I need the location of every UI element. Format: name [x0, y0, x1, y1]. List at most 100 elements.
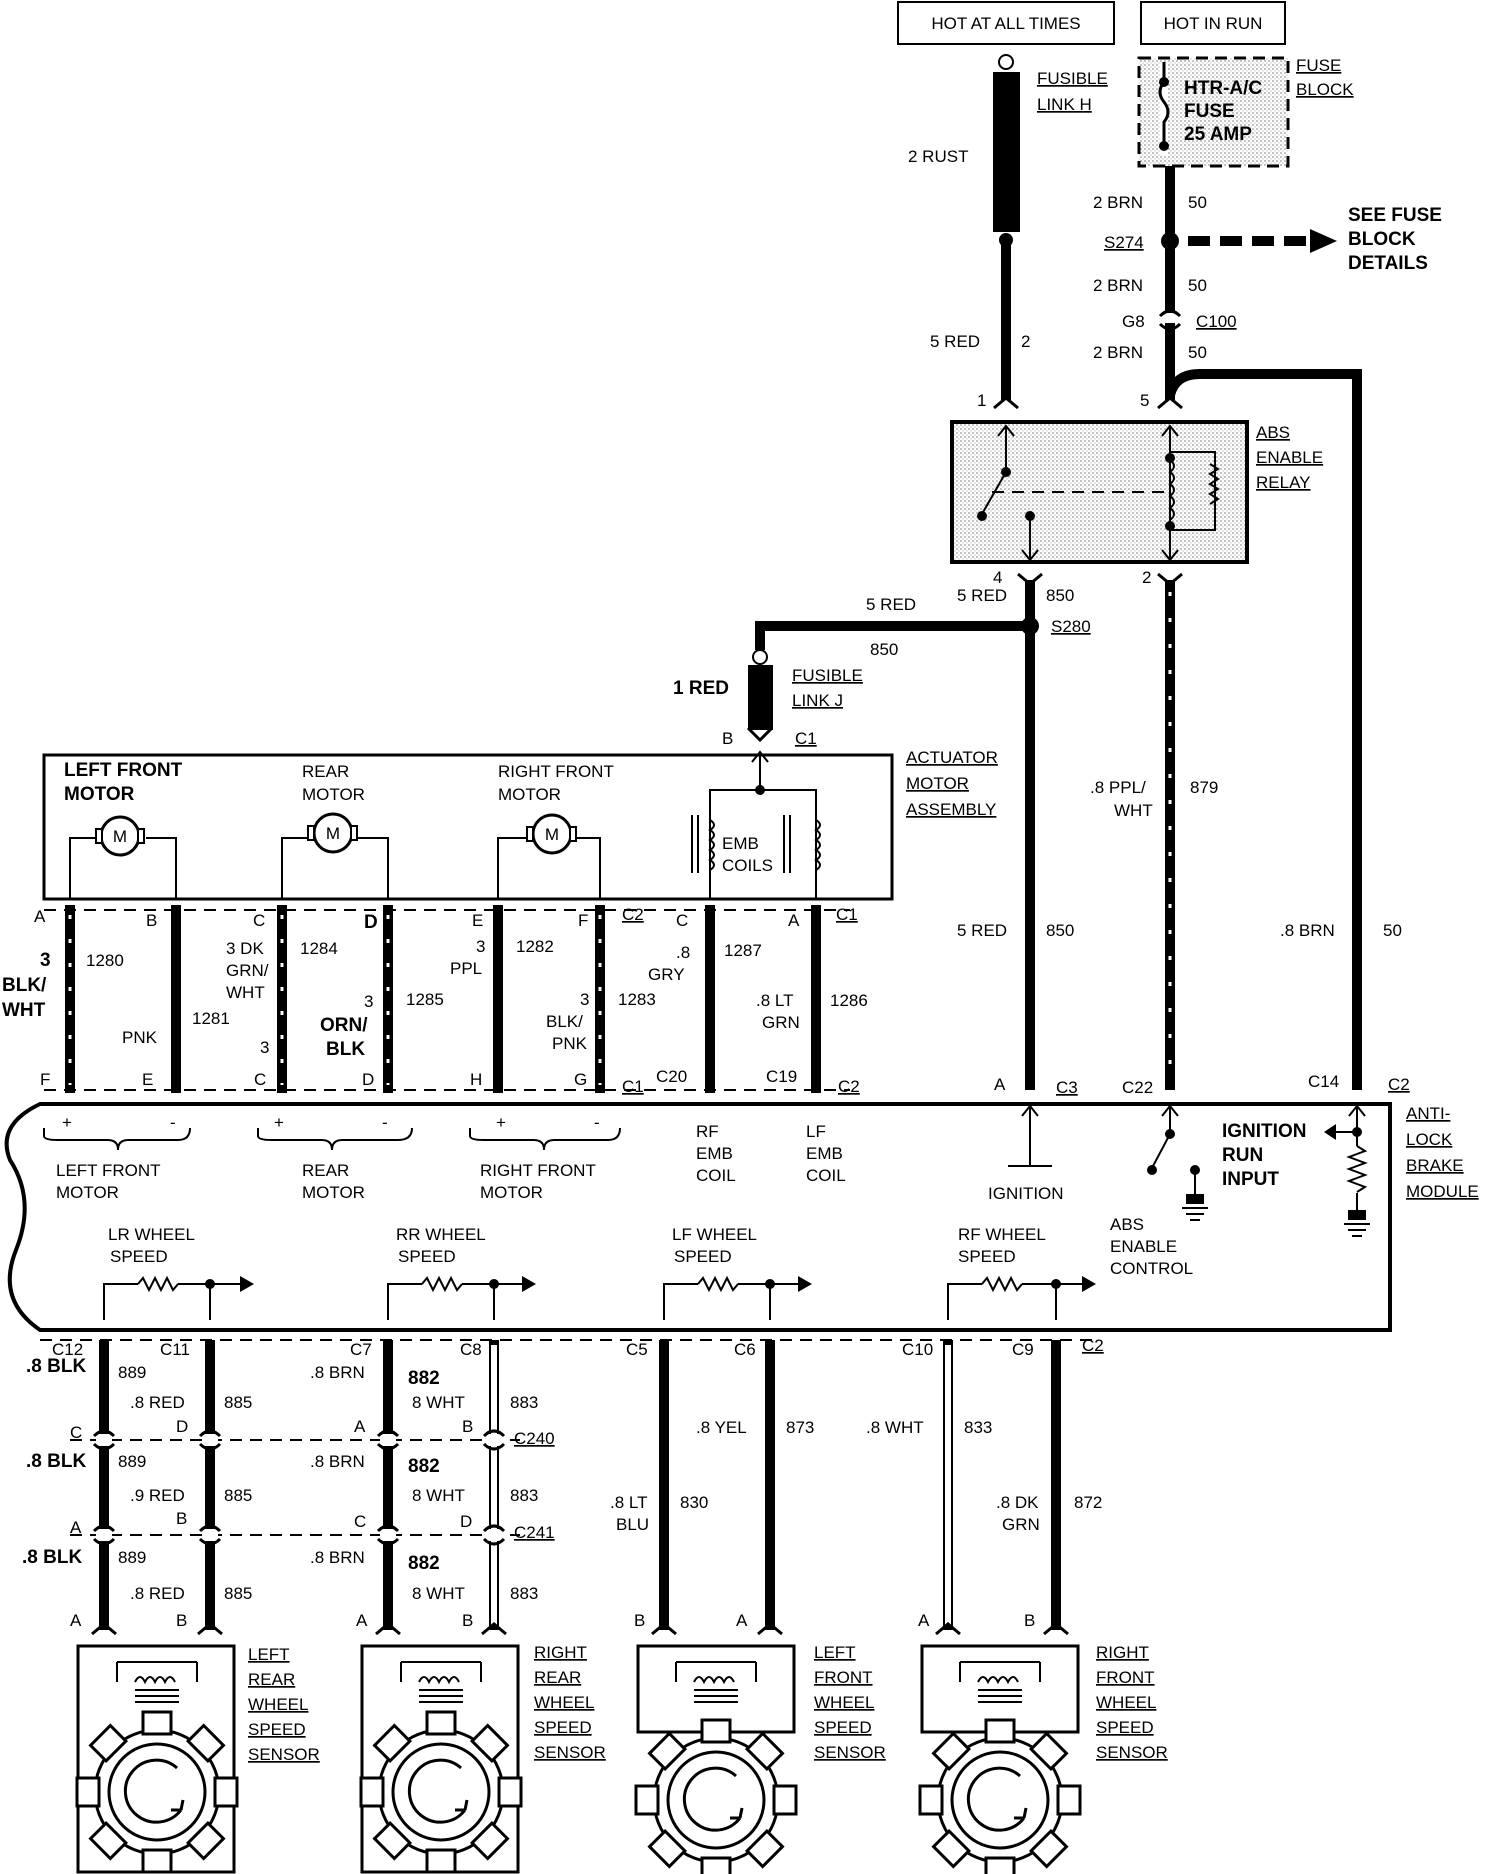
- relay-label-1: ABS: [1256, 423, 1290, 442]
- rf-sensor-label-2: FRONT: [1096, 1668, 1155, 1687]
- left-front-motor-label-2: MOTOR: [64, 784, 135, 805]
- actuator-motor-assembly: [42, 753, 894, 901]
- rr-pin-b: B: [462, 1417, 473, 1436]
- lr-wire-red-3: .8 RED: [130, 1584, 185, 1603]
- circuit-1280: 1280: [86, 951, 124, 970]
- wire-red-850-branch-circuit: 850: [870, 640, 898, 659]
- module-motor-drivers: + - + - + -: [43, 1113, 621, 1151]
- circuit-1284: 1284: [300, 939, 338, 958]
- relay-label-2: ENABLE: [1256, 448, 1323, 467]
- wire-brn-circuit-3: 50: [1188, 343, 1207, 362]
- rr-pin-c: C: [354, 1512, 366, 1531]
- pin-b: B: [146, 911, 157, 930]
- ground-g8-label: G8: [1122, 312, 1145, 331]
- module-rf-emb-2: EMB: [696, 1144, 733, 1163]
- relay-pin-4: 4: [993, 568, 1002, 587]
- rf-sensor-label-3: WHEEL: [1096, 1693, 1156, 1712]
- lr-sensor-pin-b: B: [176, 1611, 187, 1630]
- rf-sensor-pin-b: B: [1024, 1611, 1035, 1630]
- module-pin-c2: C2: [1388, 1075, 1410, 1094]
- lr-wire-red-1: .8 RED: [130, 1393, 185, 1412]
- ignition-sense: [1008, 1104, 1052, 1167]
- rf-wire-dk-grn-1: .8 DK: [996, 1493, 1039, 1512]
- relay-pin-2: 2: [1142, 568, 1151, 587]
- lr-wire-blk-3: .8 BLK: [22, 1547, 82, 1568]
- lf-circuit-830: 830: [680, 1493, 708, 1512]
- module-ignition: IGNITION: [988, 1184, 1064, 1203]
- lf-sensor-pin-a: A: [736, 1611, 748, 1630]
- wire-brn-50-circuit-4: 50: [1383, 921, 1402, 940]
- arrow-right-icon: [798, 1276, 812, 1292]
- wire-dk-grn-wht-3: WHT: [226, 983, 265, 1002]
- module-lf-emb-2: EMB: [806, 1144, 843, 1163]
- module-rr-speed-1: RR WHEEL: [396, 1225, 486, 1244]
- wire-brn-circuit-1: 50: [1188, 193, 1207, 212]
- conn-c19: C19: [766, 1067, 797, 1086]
- wire-orn-blk-1: ORN/: [320, 1015, 368, 1036]
- rr-pin-d: D: [460, 1512, 472, 1531]
- motor-symbol: M: [113, 827, 127, 846]
- wire-dk-grn-wht-2: GRN/: [226, 961, 269, 980]
- lr-pin-d: D: [176, 1417, 188, 1436]
- rr-circuit-882-3: 882: [408, 1553, 440, 1574]
- rr-sensor-label-5: SENSOR: [534, 1743, 606, 1762]
- module-label-4: MODULE: [1406, 1182, 1479, 1201]
- splice-s274: [1161, 232, 1179, 250]
- wire-pnk: PNK: [122, 1028, 158, 1047]
- ground-icon: [1186, 1194, 1204, 1204]
- module-rr-speed-2: SPEED: [398, 1247, 456, 1266]
- module-ignition-run-2: RUN: [1222, 1145, 1263, 1166]
- module-rf-speed-1: RF WHEEL: [958, 1225, 1046, 1244]
- lr-sensor-pin-a: A: [70, 1611, 82, 1630]
- right-front-motor-label-1: RIGHT FRONT: [498, 762, 614, 781]
- rf-wheel-speed-sensor: [918, 1644, 1082, 1874]
- fusible-link-h: [993, 72, 1020, 232]
- splice-s280-label: S280: [1051, 617, 1091, 636]
- rf-sensor-label-4: SPEED: [1096, 1718, 1154, 1737]
- pin-f: F: [578, 911, 588, 930]
- lf-wire-yel: .8 YEL: [696, 1418, 747, 1437]
- fuse-block-label-2: BLOCK: [1296, 80, 1354, 99]
- rr-sensor-label-3: WHEEL: [534, 1693, 594, 1712]
- wire-blk-pnk-3: PNK: [552, 1034, 588, 1053]
- pin-d-bottom: D: [362, 1070, 374, 1089]
- rr-circuit-882-2: 882: [408, 1456, 440, 1477]
- wire-red-850-circuit-2: 850: [1046, 921, 1074, 940]
- rr-circuit-883-2: 883: [510, 1486, 538, 1505]
- module-wheel-speed-inputs: [103, 1275, 1096, 1320]
- lf-motor-minus: -: [170, 1113, 176, 1132]
- rf-circuit-872: 872: [1074, 1493, 1102, 1512]
- rr-circuit-883-3: 883: [510, 1584, 538, 1603]
- rear-motor-label-2: MOTOR: [302, 785, 365, 804]
- wire-blk-wht-2: BLK/: [2, 975, 47, 996]
- connector-c100: [1158, 309, 1182, 331]
- rr-wheel-speed-sensor: [359, 1644, 523, 1874]
- wire-blk-wht-3: WHT: [2, 1000, 46, 1021]
- circuit-1287: 1287: [724, 941, 762, 960]
- wire-gry-1: .8: [676, 943, 690, 962]
- fusible-link-j-conn: C1: [795, 729, 817, 748]
- wire-blk-pnk-1: 3: [580, 990, 589, 1009]
- left-front-motor: M: [69, 815, 177, 898]
- fusible-link-j-label-1: FUSIBLE: [792, 666, 863, 685]
- lr-circuit-885-1: 885: [224, 1393, 252, 1412]
- actuator-label-1: ACTUATOR: [906, 748, 998, 767]
- rr-wire-brn-2: .8 BRN: [310, 1452, 365, 1471]
- wire-red-850-label-2: 5 RED: [957, 921, 1007, 940]
- rear-motor-plus: +: [274, 1113, 284, 1132]
- module-pin-a: A: [994, 1075, 1006, 1094]
- lr-circuit-885-2: 885: [224, 1486, 252, 1505]
- conn-c1-top: C1: [836, 905, 858, 924]
- conn-c2-sensor: C2: [1082, 1336, 1104, 1355]
- conn-c9: C9: [1012, 1340, 1034, 1359]
- wire-brn-label-1: 2 BRN: [1093, 193, 1143, 212]
- fusible-link-h-label-1: FUSIBLE: [1037, 69, 1108, 88]
- fusible-link-j-wire: 1 RED: [673, 678, 729, 699]
- module-label-2: LOCK: [1406, 1130, 1453, 1149]
- conn-c240: C240: [514, 1429, 555, 1448]
- conn-c7: C7: [350, 1340, 372, 1359]
- lf-sensor-label-5: SENSOR: [814, 1743, 886, 1762]
- fuse-label-1: HTR-A/C: [1184, 78, 1262, 99]
- rf-motor-minus: -: [594, 1113, 600, 1132]
